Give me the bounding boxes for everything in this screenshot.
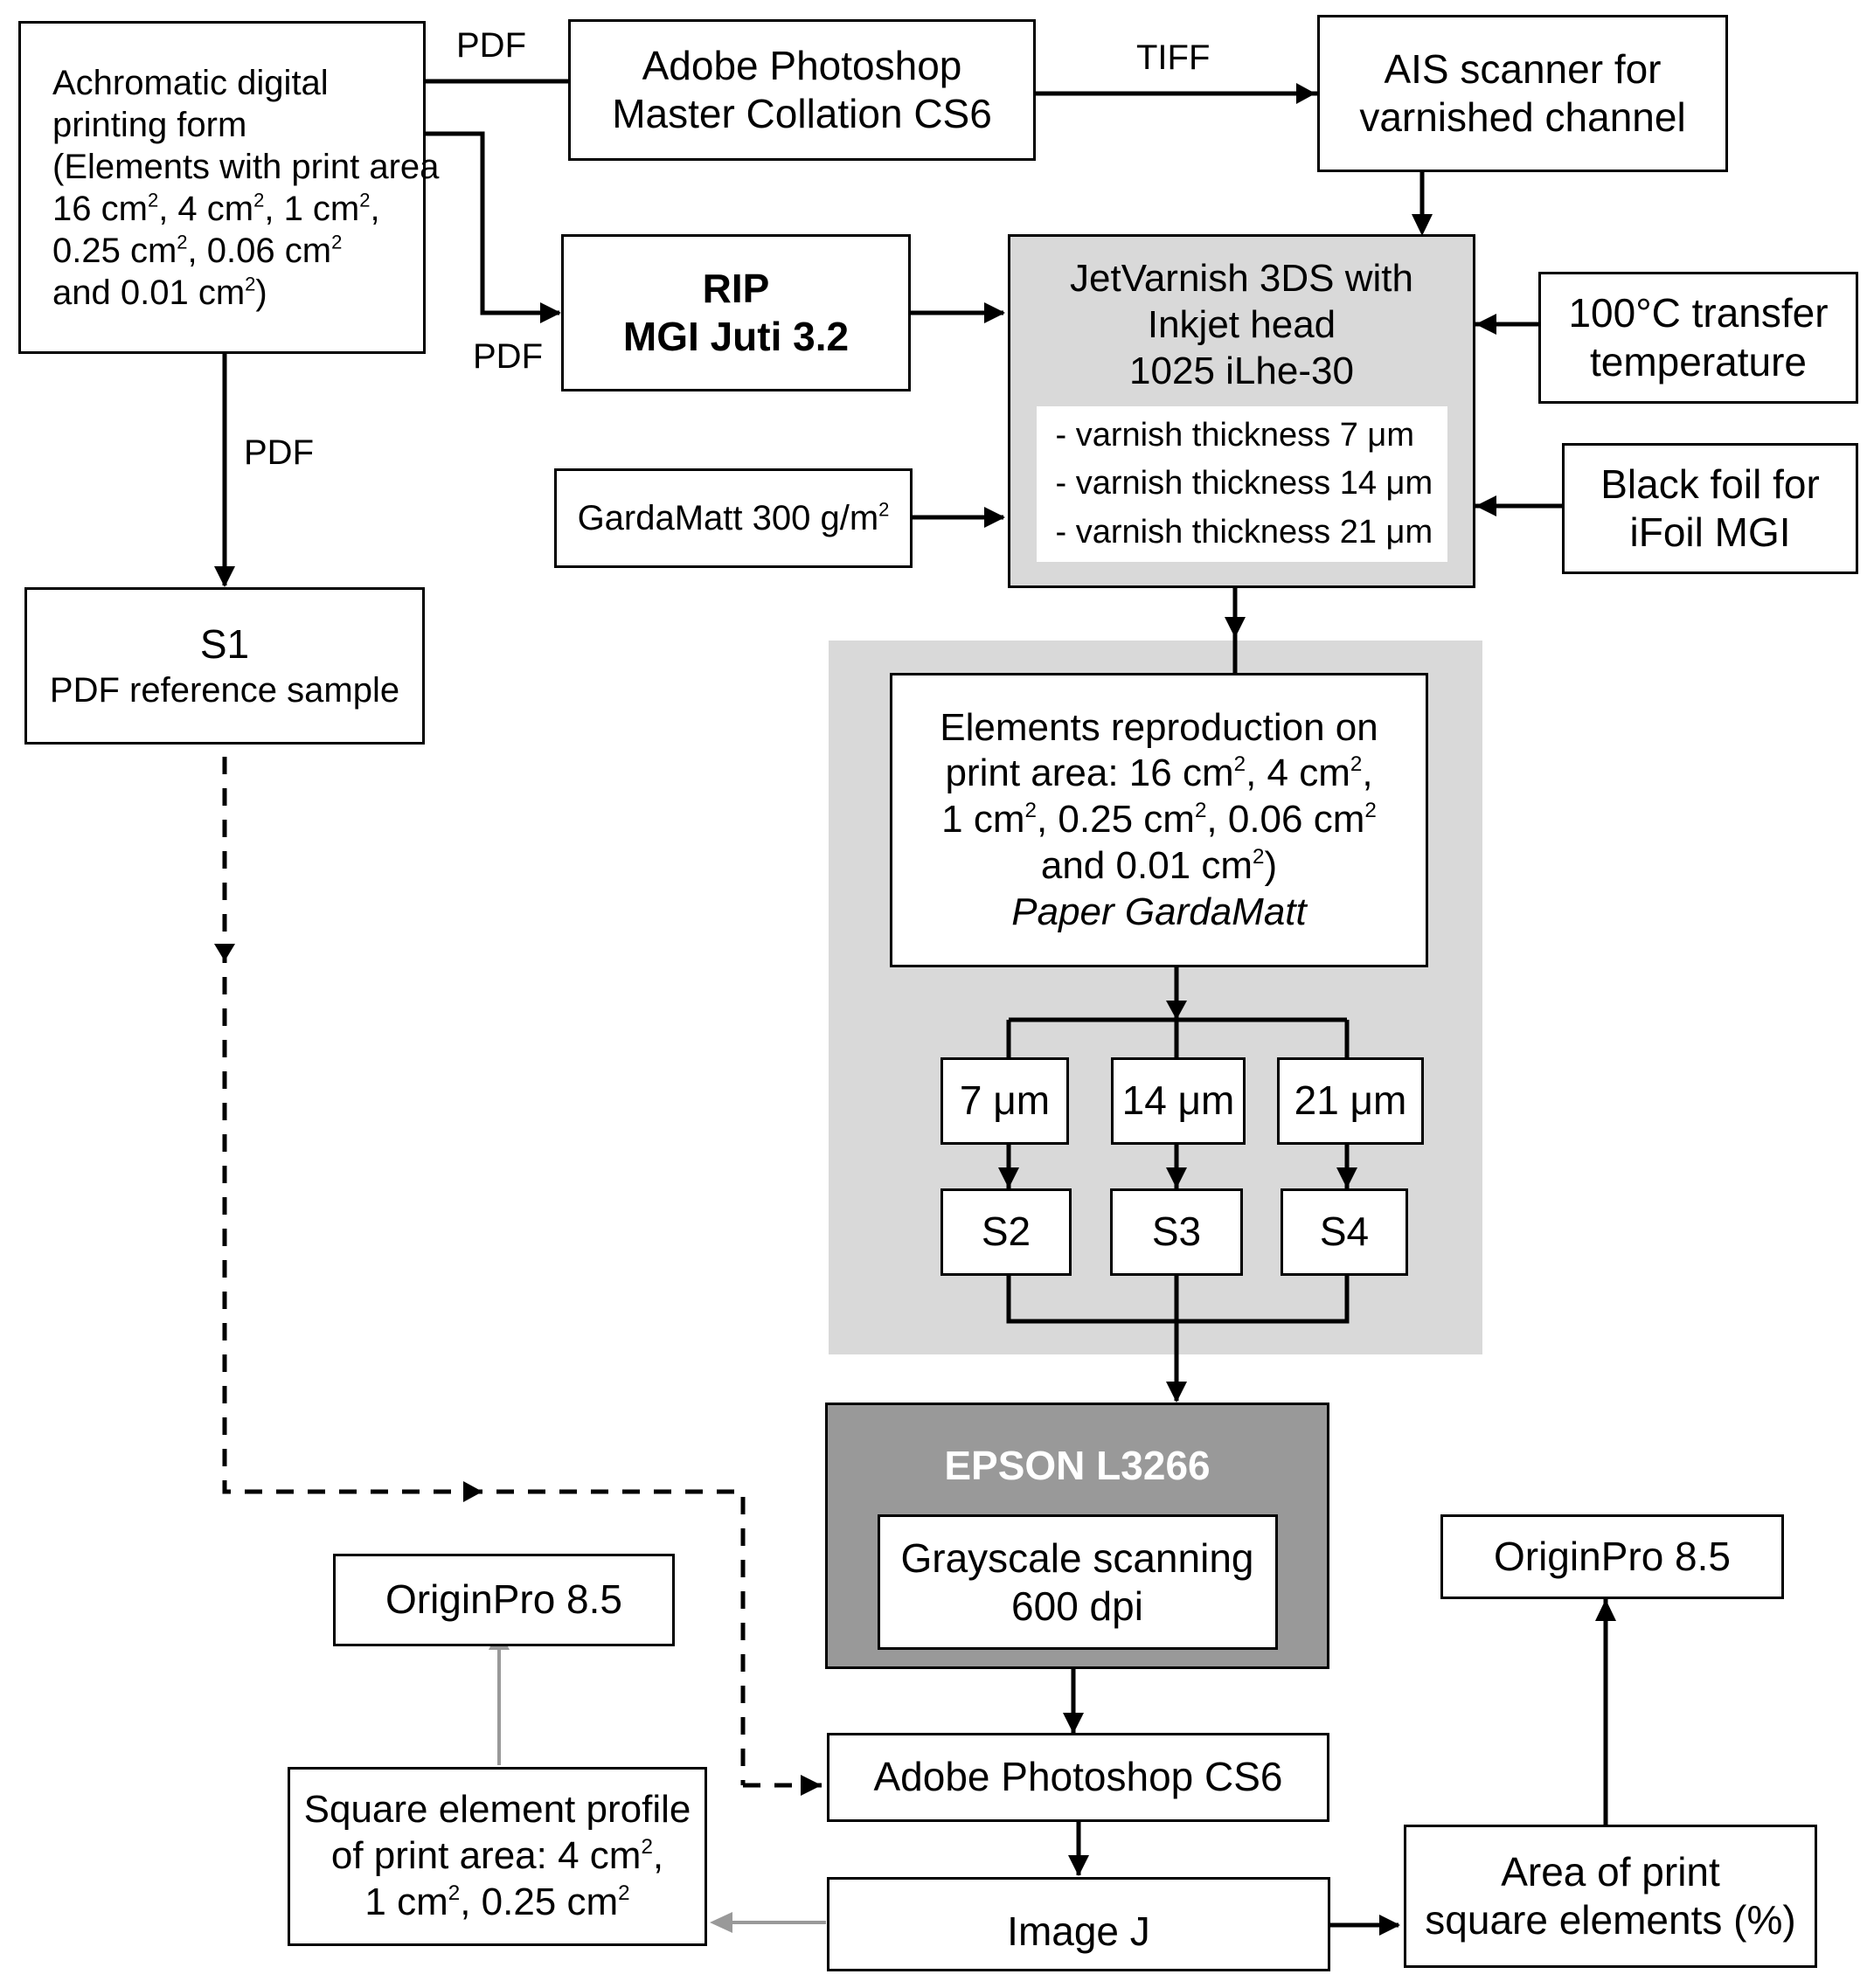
edge-label-tiff: TIFF xyxy=(1136,38,1211,77)
ais-scanner-line2: varnished channel xyxy=(1359,94,1686,140)
sample-s4: S4 xyxy=(1281,1188,1408,1276)
area-percent-node: Area of print square elements (%) xyxy=(1404,1825,1817,1968)
gardamatt-node: GardaMatt 300 g/m2 xyxy=(554,468,913,568)
origin-left-label: OriginPro 8.5 xyxy=(385,1576,622,1623)
photoshop-master-node: Adobe Photoshop Master Collation CS6 xyxy=(568,19,1036,161)
thickness-box-14: 14 μm xyxy=(1111,1057,1246,1145)
imagej-label: Image J xyxy=(1007,1908,1150,1955)
edge-s1-photoshop-dashed xyxy=(222,725,746,1785)
photoshop-cs6-label: Adobe Photoshop CS6 xyxy=(873,1754,1283,1800)
thickness-box-14-label: 14 μm xyxy=(1121,1077,1235,1124)
input-form-line2: printing form xyxy=(52,105,247,144)
jetvarnish-thickness-list: - varnish thickness 7 μm - varnish thick… xyxy=(1036,406,1447,562)
reproduction-line5: Paper GardaMatt xyxy=(1011,890,1307,933)
rip-line2: MGI Juti 3.2 xyxy=(622,314,850,359)
profile-node: Square element profile of print area: 4 … xyxy=(288,1767,707,1946)
epson-title: EPSON L3266 xyxy=(944,1443,1211,1488)
black-foil-line1: Black foil for xyxy=(1600,461,1820,507)
sample-s3-label: S3 xyxy=(1151,1209,1202,1255)
transfer-temp-line1: 100°C transfer xyxy=(1568,290,1829,336)
gardamatt-text: GardaMatt 300 g/m2 xyxy=(577,498,890,537)
jetvarnish-line3: 1025 iLhe-30 xyxy=(1129,349,1354,392)
thickness-box-21: 21 μm xyxy=(1277,1057,1424,1145)
jetvarnish-line2: Inkjet head xyxy=(1147,302,1336,346)
jetvarnish-line1: JetVarnish 3DS with xyxy=(1070,257,1413,300)
reproduction-line1: Elements reproduction on xyxy=(940,705,1378,749)
epson-node: EPSON L3266 Grayscale scanning 600 dpi xyxy=(825,1403,1329,1669)
sample-s2: S2 xyxy=(940,1188,1072,1276)
thickness-box-21-label: 21 μm xyxy=(1294,1077,1407,1124)
photoshop-master-line1: Adobe Photoshop xyxy=(642,42,962,88)
transfer-temp-line2: temperature xyxy=(1589,338,1807,384)
thickness-item-7: - varnish thickness 7 μm xyxy=(1055,417,1414,454)
edge-label-pdf-top: PDF xyxy=(456,26,526,65)
input-form-line6: and 0.01 cm2) xyxy=(52,273,267,312)
rip-line1: RIP xyxy=(702,265,770,311)
thickness-box-7: 7 μm xyxy=(940,1057,1069,1145)
scanning-line2: 600 dpi xyxy=(1011,1583,1143,1629)
origin-right-label: OriginPro 8.5 xyxy=(1493,1533,1731,1579)
origin-left-node: OriginPro 8.5 xyxy=(333,1554,675,1646)
edge-input-rip xyxy=(426,131,559,315)
area-percent-line2: square elements (%) xyxy=(1425,1897,1796,1943)
input-form-node: Achromatic digital printing form (Elemen… xyxy=(18,21,439,354)
sample-s2-label: S2 xyxy=(981,1209,1031,1255)
s1-line1: S1 xyxy=(199,621,250,668)
photoshop-master-line2: Master Collation CS6 xyxy=(612,91,992,136)
black-foil-node: Black foil for iFoil MGI xyxy=(1562,443,1858,574)
ais-scanner-line1: AIS scanner for xyxy=(1384,45,1662,92)
transfer-temp-node: 100°C transfer temperature xyxy=(1538,272,1858,404)
input-form-line4: 16 cm2, 4 cm2, 1 cm2, xyxy=(52,189,380,228)
reproduction-line3: 1 cm2, 0.25 cm2, 0.06 cm2 xyxy=(941,798,1377,842)
s1-node: S1 PDF reference sample xyxy=(24,587,425,745)
jetvarnish-node: JetVarnish 3DS with Inkjet head 1025 iLh… xyxy=(1008,234,1475,588)
input-form-line3: (Elements with print area xyxy=(52,147,440,186)
edge-label-pdf-down: PDF xyxy=(244,433,314,472)
origin-right-node: OriginPro 8.5 xyxy=(1440,1514,1784,1599)
photoshop-cs6-node: Adobe Photoshop CS6 xyxy=(827,1733,1329,1822)
scanning-node: Grayscale scanning 600 dpi xyxy=(877,1514,1278,1651)
input-form-line1: Achromatic digital xyxy=(52,63,329,102)
rip-node: RIP MGI Juti 3.2 xyxy=(561,234,911,391)
imagej-node: Image J xyxy=(827,1877,1330,1971)
profile-line3: 1 cm2, 0.25 cm2 xyxy=(364,1880,630,1923)
scanning-line1: Grayscale scanning xyxy=(900,1534,1254,1581)
edge-label-pdf-rip: PDF xyxy=(473,337,543,376)
reproduction-line4: and 0.01 cm2) xyxy=(1040,843,1278,887)
input-form-line5: 0.25 cm2, 0.06 cm2 xyxy=(52,231,343,270)
thickness-box-7-label: 7 μm xyxy=(959,1077,1051,1124)
thickness-item-14: - varnish thickness 14 μm xyxy=(1055,465,1433,502)
sample-s3: S3 xyxy=(1110,1188,1243,1276)
profile-line1: Square element profile xyxy=(303,1788,691,1832)
profile-line2: of print area: 4 cm2, xyxy=(330,1834,664,1878)
thickness-item-21: - varnish thickness 21 μm xyxy=(1055,513,1433,551)
sample-s4-label: S4 xyxy=(1319,1209,1370,1255)
area-percent-line1: Area of print xyxy=(1501,1848,1720,1894)
black-foil-line2: iFoil MGI xyxy=(1629,509,1791,555)
reproduction-line2: print area: 16 cm2, 4 cm2, xyxy=(945,752,1373,795)
ais-scanner-node: AIS scanner for varnished channel xyxy=(1317,15,1728,172)
s1-line2: PDF reference sample xyxy=(49,670,400,710)
reproduction-node: Elements reproduction on print area: 16 … xyxy=(890,673,1428,967)
